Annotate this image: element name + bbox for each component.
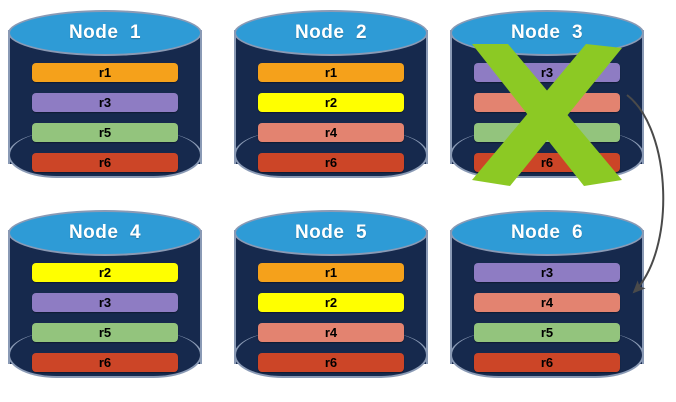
cylinder-top: Node 1 <box>8 10 202 56</box>
record-bar[interactable]: r6 <box>32 153 178 172</box>
record-bar[interactable]: r4 <box>258 323 404 342</box>
record-bar[interactable]: r6 <box>258 353 404 372</box>
cylinder-top: Node 3 <box>450 10 644 56</box>
record-bar[interactable]: r6 <box>32 353 178 372</box>
node-cylinder-3[interactable]: r3 r4 r5 r6 Node 3 <box>450 8 644 186</box>
node-label: Node 4 <box>68 222 142 243</box>
cylinder-top: Node 5 <box>234 210 428 256</box>
record-label: r1 <box>324 65 338 80</box>
record-label: r3 <box>540 265 554 280</box>
node-cylinder-1[interactable]: r1 r3 r5 r6 Node 1 <box>8 8 202 186</box>
record-bar[interactable]: r1 <box>32 63 178 82</box>
record-bar[interactable]: r5 <box>32 323 178 342</box>
record-list: r1 r2 r4 r6 <box>258 63 404 172</box>
record-label: r5 <box>98 125 112 140</box>
record-list: r1 r2 r4 r6 <box>258 263 404 372</box>
record-bar[interactable]: r2 <box>258 293 404 312</box>
node-label: Node 6 <box>510 222 584 243</box>
record-label: r6 <box>324 355 338 370</box>
record-label: r3 <box>98 95 112 110</box>
record-bar[interactable]: r2 <box>32 263 178 282</box>
record-label: r4 <box>540 95 554 110</box>
cylinder-top: Node 4 <box>8 210 202 256</box>
cylinder-top: Node 2 <box>234 10 428 56</box>
cylinder-top: Node 6 <box>450 210 644 256</box>
record-label: r6 <box>98 355 112 370</box>
record-list: r2 r3 r5 r6 <box>32 263 178 372</box>
record-list: r3 r4 r5 r6 <box>474 263 620 372</box>
node-cylinder-5[interactable]: r1 r2 r4 r6 Node 5 <box>234 208 428 386</box>
record-label: r6 <box>540 355 554 370</box>
node-cylinder-4[interactable]: r2 r3 r5 r6 Node 4 <box>8 208 202 386</box>
record-bar[interactable]: r3 <box>474 63 620 82</box>
record-bar[interactable]: r5 <box>474 323 620 342</box>
record-list: r3 r4 r5 r6 <box>474 63 620 172</box>
record-label: r5 <box>540 325 554 340</box>
node-label: Node 2 <box>294 22 368 43</box>
record-bar[interactable]: r4 <box>258 123 404 142</box>
record-label: r3 <box>98 295 112 310</box>
record-label: r2 <box>324 295 338 310</box>
record-label: r4 <box>540 295 554 310</box>
record-list: r1 r3 r5 r6 <box>32 63 178 172</box>
node-label: Node 3 <box>510 22 584 43</box>
record-label: r6 <box>324 155 338 170</box>
record-bar[interactable]: r3 <box>32 293 178 312</box>
record-label: r4 <box>324 125 338 140</box>
record-label: r3 <box>540 65 554 80</box>
record-bar[interactable]: r3 <box>32 93 178 112</box>
record-bar[interactable]: r3 <box>474 263 620 282</box>
record-bar[interactable]: r1 <box>258 63 404 82</box>
record-bar[interactable]: r5 <box>32 123 178 142</box>
record-label: r2 <box>324 95 338 110</box>
record-bar[interactable]: r6 <box>474 153 620 172</box>
node-cylinder-2[interactable]: r1 r2 r4 r6 Node 2 <box>234 8 428 186</box>
node-label: Node 1 <box>68 22 142 43</box>
node-cylinder-6[interactable]: r3 r4 r5 r6 Node 6 <box>450 208 644 386</box>
record-bar[interactable]: r5 <box>474 123 620 142</box>
record-label: r2 <box>98 265 112 280</box>
record-bar[interactable]: r1 <box>258 263 404 282</box>
record-label: r1 <box>324 265 338 280</box>
record-label: r5 <box>98 325 112 340</box>
record-bar[interactable]: r6 <box>474 353 620 372</box>
node-label: Node 5 <box>294 222 368 243</box>
record-label: r1 <box>98 65 112 80</box>
record-bar[interactable]: r6 <box>258 153 404 172</box>
record-label: r5 <box>540 125 554 140</box>
record-bar[interactable]: r4 <box>474 293 620 312</box>
record-label: r6 <box>540 155 554 170</box>
record-label: r6 <box>98 155 112 170</box>
record-bar[interactable]: r2 <box>258 93 404 112</box>
record-bar[interactable]: r4 <box>474 93 620 112</box>
record-label: r4 <box>324 325 338 340</box>
